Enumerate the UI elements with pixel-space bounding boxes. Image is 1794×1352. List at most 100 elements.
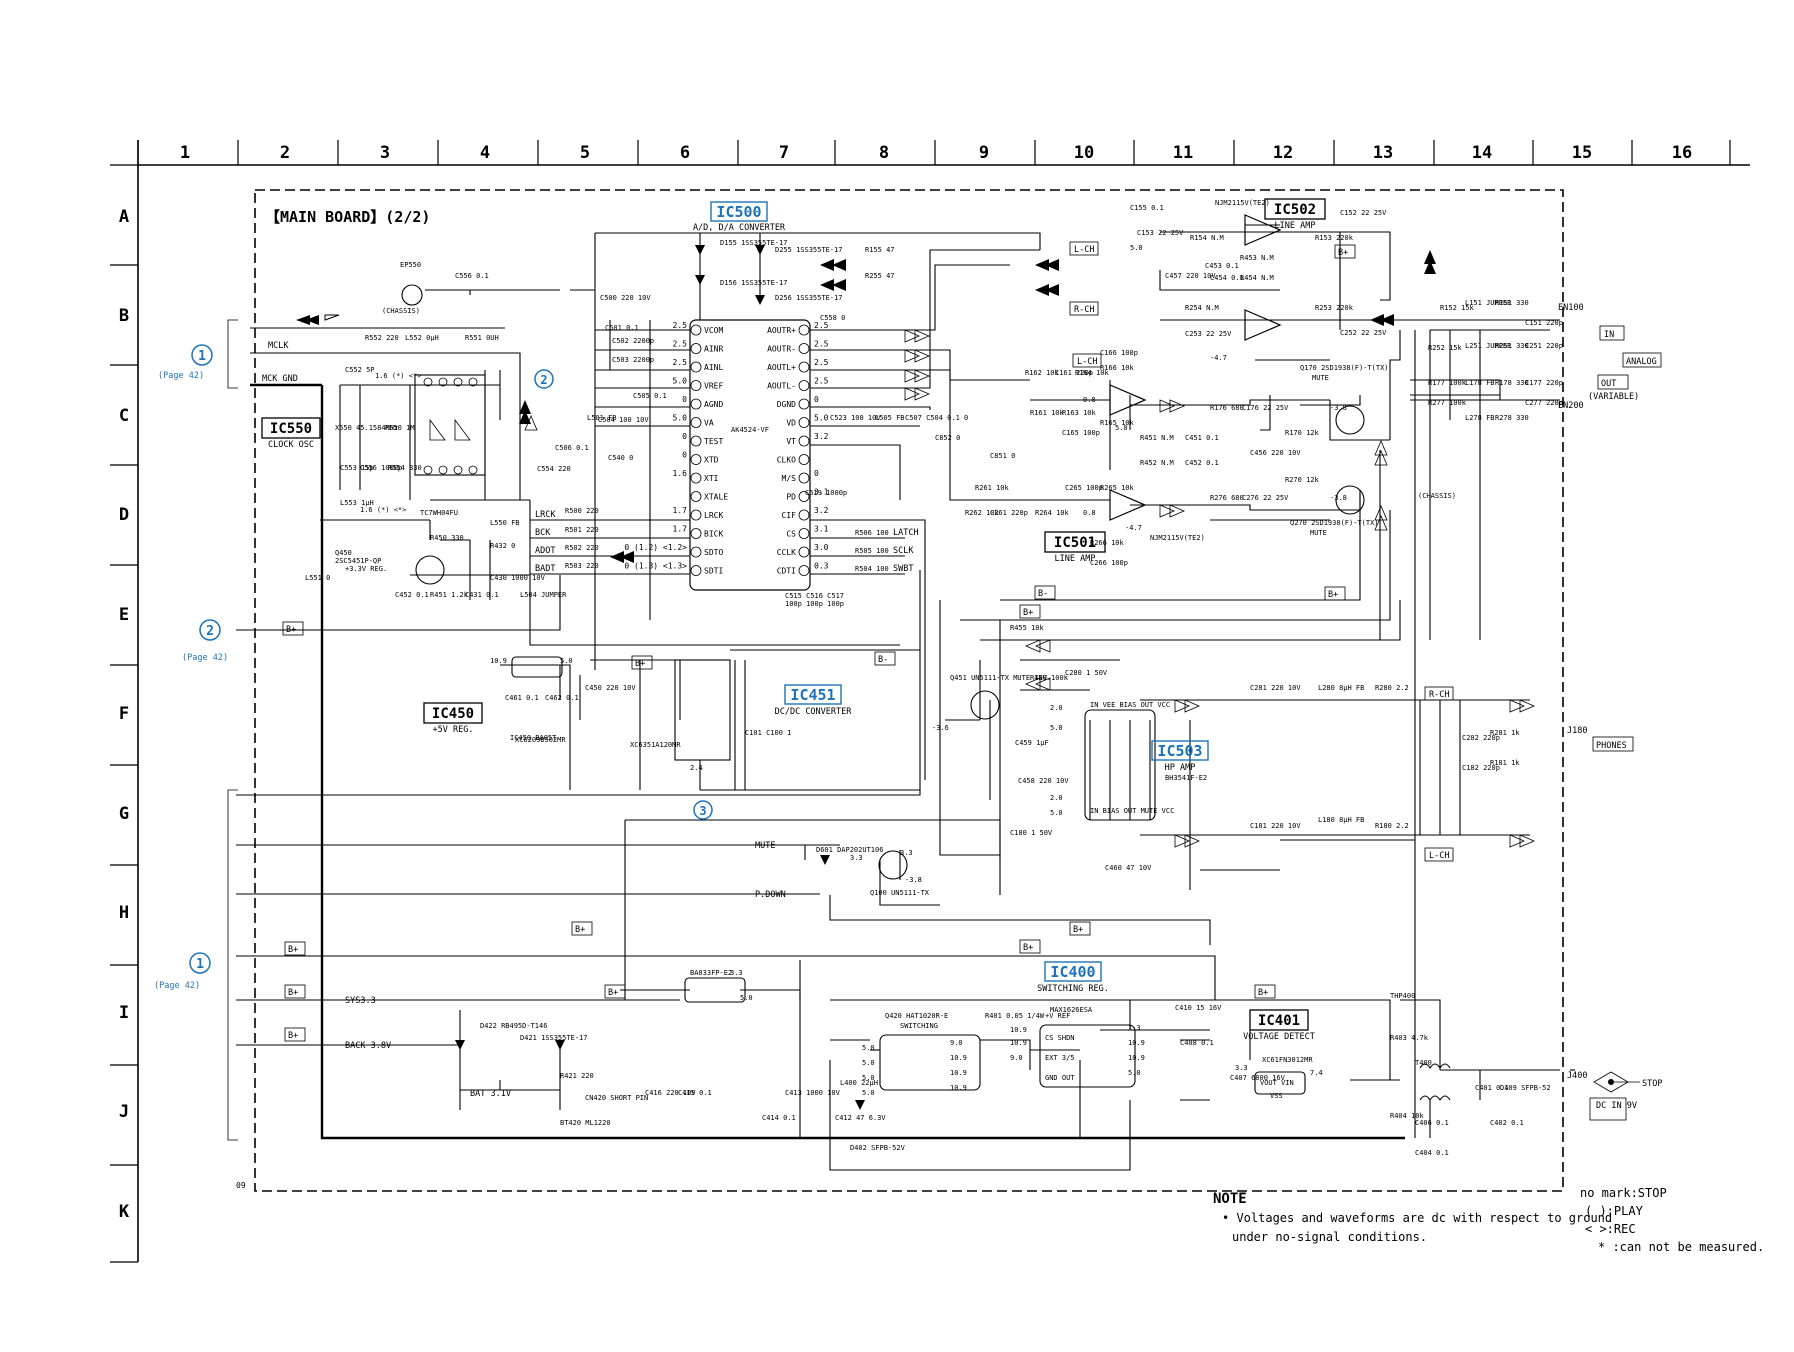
component-value: D422 RB495D-T146	[480, 1022, 547, 1030]
component-value: C406 0.1	[1415, 1119, 1449, 1127]
ic500-pin-voltage: 5.0	[673, 377, 688, 386]
col-label: 10	[1074, 143, 1094, 163]
col-label: 8	[879, 143, 889, 163]
component-value: C459 1μF	[1015, 739, 1049, 747]
component-value: C515 C516 C517	[785, 592, 844, 600]
component-value: 5.0	[1115, 424, 1128, 432]
component-value: C501 0.1	[605, 324, 639, 332]
col-label: 6	[680, 143, 690, 163]
component-value: C151 220p	[1525, 319, 1563, 327]
component-value: C454 0.1	[1210, 274, 1244, 282]
ic500-pin	[798, 324, 810, 336]
ref-1-num: 1	[198, 349, 206, 364]
component-value: R453 N.M	[1240, 254, 1274, 262]
signal-lch: L-CH	[1429, 851, 1449, 861]
component-value: L251 JUMPER	[1465, 342, 1512, 350]
ic400-desc: SWITCHING REG.	[1037, 984, 1109, 994]
ic500-pin-voltage: 0	[682, 451, 687, 460]
ic500-pin-label: TEST	[704, 437, 723, 446]
component-value: IN VEE BIAS OUT VCC	[1090, 701, 1170, 709]
component-value: R505 100	[855, 547, 889, 555]
col-label: 4	[480, 143, 490, 163]
ic500-pin-voltage: 3.0	[814, 543, 829, 552]
ic500-pin-voltage: 1.7	[673, 506, 688, 515]
ic500-pin-voltage: 2.5	[814, 358, 829, 367]
component-value: C252 22 25V	[1340, 329, 1387, 337]
signal-swbt: SWBT	[893, 564, 913, 574]
component-value: R177 100k	[1428, 379, 1467, 387]
signal-mclk: MCLK	[268, 341, 289, 351]
component-value: R504 100	[855, 565, 889, 573]
component-value: 9.0	[1010, 1054, 1023, 1062]
ic500-pin-label: AINL	[704, 363, 723, 372]
component-value: 1.3	[1128, 1024, 1141, 1032]
component-value: 5.0	[1130, 244, 1143, 252]
col-label: 9	[979, 143, 989, 163]
ic500-pin	[690, 491, 702, 502]
component-value: GND OUT	[1045, 1074, 1075, 1082]
signal-bplus: B+	[575, 925, 585, 935]
ic501-part: NJM2115V(TE2)	[1150, 534, 1205, 542]
component-value: L550 FB	[490, 519, 520, 527]
component-value: R162 10k	[1025, 369, 1060, 377]
component-value: R506 100	[855, 529, 889, 537]
component-value: C166 100p	[1100, 349, 1138, 357]
ic503-label-box	[1151, 740, 1209, 761]
component-value: R165 10k	[1100, 419, 1135, 427]
component-value: C556 0.1	[455, 272, 489, 280]
ic500-pin	[690, 380, 702, 391]
ic500-pin-label: XTALE	[704, 493, 728, 502]
ic550-name: IC550	[270, 421, 312, 437]
ref-1-page: (Page 42)	[158, 371, 204, 381]
component-value: C457 220 10V	[1165, 272, 1216, 280]
ic500-pins: VCOM2.5AINR2.5AINL2.5VREF5.0AGND0VA5.0TE…	[624, 321, 829, 576]
component-value: C519 1000p	[805, 489, 847, 497]
component-value: Q450	[335, 549, 352, 557]
component-value: C401 0.1	[1475, 1084, 1509, 1092]
ic550-desc: CLOCK OSC	[268, 440, 314, 450]
component-value: R261 10k	[975, 484, 1010, 492]
component-value: 2.0	[1050, 704, 1063, 712]
component-value: L151 JUMPER	[1465, 299, 1512, 307]
signal-lch: L-CH	[1074, 245, 1094, 255]
ic500-pin-voltage: 1.6	[673, 469, 688, 478]
ic500-name: IC500	[716, 203, 761, 221]
component-value: L180 8μH FB	[1318, 816, 1364, 824]
signal-sys33: SYS3.3	[345, 996, 376, 1006]
ic500-pin-label: AOUTR+	[767, 326, 796, 335]
component-value: C404 0.1	[1415, 1149, 1449, 1157]
ic500-pin-voltage: 5.0	[673, 414, 688, 423]
q420-body	[879, 1034, 981, 1091]
ic500-pin	[690, 324, 702, 336]
col-label: 14	[1472, 143, 1492, 163]
ic500-pin	[798, 343, 810, 354]
component-value: R278 330	[1495, 414, 1529, 422]
component-value: L505 FB	[875, 414, 905, 422]
ic500-pin	[798, 435, 810, 447]
signal-mck-gnd: MCK GND	[262, 374, 298, 384]
row-label: D	[119, 505, 129, 525]
ic503-name: IC503	[1157, 742, 1202, 760]
component-value: C180 1 50V	[1010, 829, 1053, 837]
signal-pdown: P.DOWN	[755, 890, 786, 900]
ic-labels: IC500 A/D, D/A CONVERTER AK4524-VF IC502…	[261, 198, 1326, 1064]
q451-transistor	[970, 690, 1000, 720]
component-value: X550 45.1584MHz	[335, 424, 398, 432]
component-value: C852 0	[935, 434, 960, 442]
component-value: SWITCHING	[900, 1022, 938, 1030]
ic500-pin	[690, 546, 702, 558]
component-value: 10.9	[1128, 1054, 1145, 1062]
ic500-pin-label: CIF	[782, 511, 797, 520]
ic550-body	[414, 374, 486, 476]
ic502-opamp-1	[1244, 214, 1282, 246]
component-value: R501 220	[565, 526, 599, 534]
ic500-pin	[798, 546, 810, 558]
col-label: 1	[180, 143, 190, 163]
ic502-label-box	[1264, 198, 1326, 220]
component-value: D402 SFPB-52V	[850, 1144, 906, 1152]
component-value: R181 1k	[1490, 759, 1520, 767]
component-value: 10.9	[1128, 1039, 1145, 1047]
ic451-desc: DC/DC CONVERTER	[775, 707, 853, 717]
component-value: R151 330	[1495, 299, 1529, 307]
